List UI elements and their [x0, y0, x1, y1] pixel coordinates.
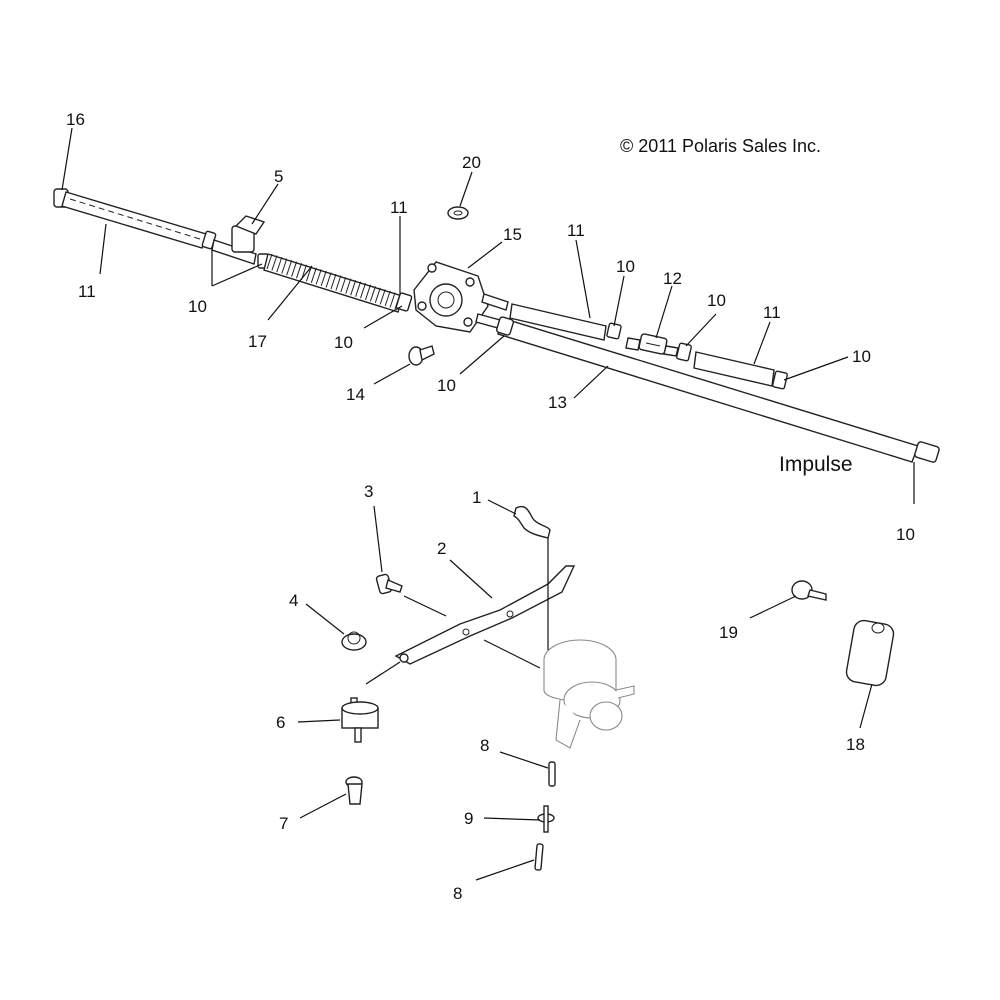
callout-11-left: 11: [78, 282, 96, 301]
callout-8-upper: 8: [480, 736, 489, 755]
carburetor-reference: [543, 639, 635, 749]
part-8-pin-upper: [548, 761, 556, 787]
callout-4: 4: [289, 591, 298, 610]
callout-13: 13: [548, 393, 567, 412]
part-7-grommet: [345, 776, 363, 805]
callout-10-impulse-start: 10: [437, 376, 456, 395]
callout-10-impulse-end: 10: [896, 525, 915, 544]
leader-lines: [61, 127, 915, 881]
callout-11-top: 11: [390, 198, 408, 217]
callout-14: 14: [346, 385, 365, 404]
part-11-hose-right: [693, 351, 788, 390]
part-6-rubber-mount: [341, 697, 379, 743]
callout-17: 17: [248, 332, 267, 351]
part-19-screw: [791, 580, 827, 601]
callout-11-middle: 11: [567, 221, 585, 240]
callout-7: 7: [279, 814, 288, 833]
callout-3: 3: [364, 482, 373, 501]
callout-9: 9: [464, 809, 473, 828]
part-11-hose-middle: [509, 303, 622, 341]
part-20-washer: [447, 206, 469, 220]
part-18-p-clamp: [845, 619, 895, 687]
callout-5: 5: [274, 167, 283, 186]
part-8-pin-lower: [534, 843, 544, 871]
callout-18: 18: [846, 735, 865, 754]
callout-6: 6: [276, 713, 285, 732]
callout-10-right-end: 10: [852, 347, 871, 366]
part-10-clamp-filter: [676, 342, 692, 362]
part-2-bracket: [394, 565, 576, 665]
callout-11-right: 11: [763, 303, 781, 322]
callout-20: 20: [462, 153, 481, 172]
part-12-fuel-filter: [625, 333, 679, 357]
part-14-push-pin: [408, 345, 435, 366]
callout-19: 19: [719, 623, 738, 642]
callout-2: 2: [437, 539, 446, 558]
callout-10-pump: 10: [334, 333, 353, 352]
part-11-hose-left: [61, 191, 217, 250]
callout-10-valve: 10: [188, 297, 207, 316]
callout-10-filter: 10: [707, 291, 726, 310]
copyright-notice: © 2011 Polaris Sales Inc.: [620, 136, 821, 156]
callout-16: 16: [66, 110, 85, 129]
variant-label: Impulse: [779, 453, 853, 476]
part-1-bend-hose: [513, 505, 551, 539]
callout-1: 1: [472, 488, 481, 507]
part-13-impulse-hose: [496, 316, 940, 463]
part-3-bolt: [375, 573, 403, 595]
callout-8-lower: 8: [453, 884, 462, 903]
part-9-spacer: [537, 805, 555, 833]
part-17-coil-hose: [263, 253, 413, 313]
part-4-flange-nut: [341, 631, 367, 651]
callout-10-middle: 10: [616, 257, 635, 276]
callout-12: 12: [663, 269, 682, 288]
callout-labels: 16 5 20 11 15 11 10 12 10 11 11 10 10 17…: [66, 110, 915, 903]
part-5-fuel-valve: [211, 215, 269, 269]
callout-15: 15: [503, 225, 522, 244]
part-15-fuel-pump: [413, 261, 509, 333]
